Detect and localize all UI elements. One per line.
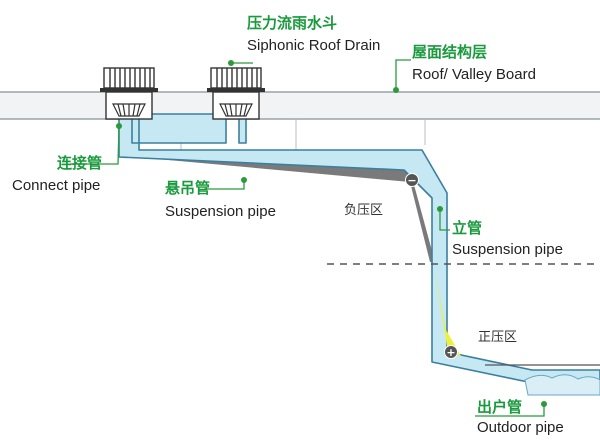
drain-flange (207, 88, 265, 92)
drain-label-cn: 压力流雨水斗 (247, 14, 337, 32)
leader-dots (116, 60, 547, 407)
svg-text:−: − (407, 174, 416, 187)
leader-roof (395, 59, 411, 90)
leader-dot (241, 177, 247, 183)
leader-vertical (439, 209, 450, 231)
leader-dot (393, 87, 399, 93)
drain-grate-cap (103, 67, 155, 89)
drain-grate-bars (216, 68, 258, 88)
siphonic-drain-icon (100, 67, 158, 120)
leader-connect (70, 125, 120, 165)
roof-label-en: Roof/ Valley Board (412, 66, 536, 83)
roof-label-cn: 屋面结构层 (412, 43, 487, 61)
drain-flange (100, 88, 158, 92)
suspension-label-cn: 悬吊管 (165, 179, 210, 197)
connect-label-cn: 连接管 (57, 154, 102, 172)
drain-grate-bars (109, 68, 151, 88)
outdoor-label-en: Outdoor pipe (477, 419, 564, 436)
negative-pressure-label: 负压区 (344, 203, 383, 218)
positive-pressure-label: 正压区 (478, 330, 517, 345)
outdoor-label-cn: 出户管 (477, 398, 522, 416)
drain-label-en: Siphonic Roof Drain (247, 37, 380, 54)
suspension-label-en: Suspension pipe (165, 203, 276, 220)
roof-board-body (0, 92, 600, 119)
drain-grate-cap (210, 67, 262, 89)
outdoor-water (524, 374, 600, 396)
leader-dot (228, 60, 234, 66)
roof-board (0, 91, 600, 120)
positive-pressure-zone (435, 272, 461, 356)
connect-label-en: Connect pipe (12, 177, 100, 194)
plus-circle-icon: + (444, 345, 458, 359)
siphonic-drain-icon (207, 67, 265, 120)
leader-dot (116, 123, 122, 129)
leader-dot (541, 401, 547, 407)
leader-dot (437, 206, 443, 212)
vertical-label-cn: 立管 (452, 219, 482, 237)
svg-text:+: + (446, 346, 455, 359)
vertical-label-en: Suspension pipe (452, 241, 563, 258)
leader-outdoor (475, 404, 545, 417)
pipe-system (118, 113, 600, 383)
minus-circle-icon: − (405, 173, 419, 187)
